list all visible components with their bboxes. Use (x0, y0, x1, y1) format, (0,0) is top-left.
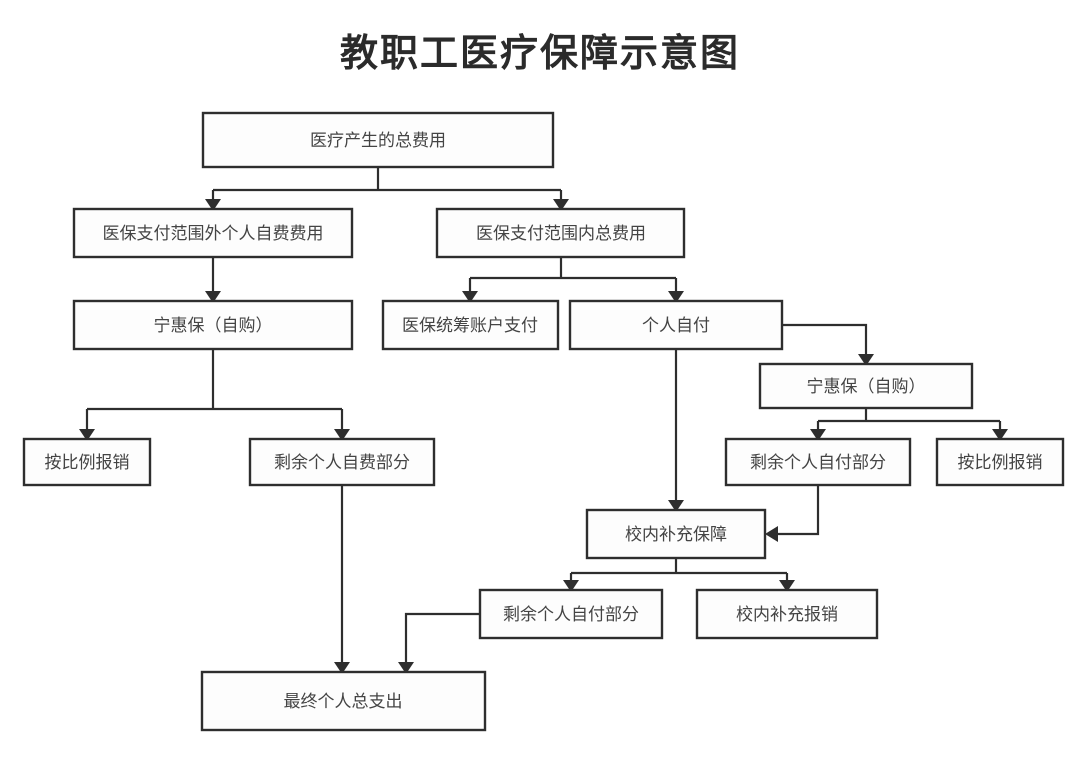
node-box[interactable] (935, 437, 1065, 487)
node-campus-supplementary-coverage[interactable]: 校内补充保障 (585, 508, 767, 560)
node-final-personal-total-expense[interactable]: 最终个人总支出 (200, 670, 487, 732)
node-label: 宁惠保（自购） (807, 377, 926, 397)
node-in-scope-total-cost[interactable]: 医保支付范围内总费用 (435, 207, 686, 259)
node-remaining-personal-self-cost[interactable]: 剩余个人自费部分 (248, 437, 436, 487)
node-remaining-personal-self-payment-lower[interactable]: 剩余个人自付部分 (478, 588, 664, 640)
edge-remaining-selfpay2-to-final (404, 612, 480, 663)
node-label: 宁惠保（自购） (154, 316, 273, 336)
arrowhead-remaining-selfpay-to-campus-supplement (765, 526, 778, 542)
node-label: 医保支付范围内总费用 (476, 224, 646, 244)
node-label: 医疗产生的总费用 (310, 131, 446, 151)
node-label: 剩余个人自付部分 (750, 453, 886, 473)
node-box[interactable] (201, 111, 555, 169)
node-box[interactable] (758, 362, 974, 410)
arrowhead-to-campus-reimburse (779, 580, 795, 592)
arrowhead-to-remaining-selfpay (810, 429, 826, 441)
node-box[interactable] (200, 670, 487, 732)
arrowhead-to-remaining-selfcost (334, 429, 350, 441)
node-campus-supplementary-reimbursement[interactable]: 校内补充报销 (695, 588, 879, 640)
node-box[interactable] (435, 207, 686, 259)
arrowhead-to-proportional-reimburse-right (992, 429, 1008, 441)
node-box[interactable] (585, 508, 767, 560)
arrowhead-to-pooled-account (462, 291, 478, 303)
node-box[interactable] (568, 299, 784, 351)
node-box[interactable] (248, 437, 436, 487)
arrowhead-to-selfpay (668, 291, 684, 303)
node-label: 校内补充报销 (736, 605, 838, 625)
node-label: 按比例报销 (958, 453, 1043, 473)
edge-remaining-selfpay-to-campus-supplement (777, 485, 820, 536)
arrowhead-remaining-selfcost-to-final (334, 662, 350, 674)
arrowhead-to-inscope (553, 199, 569, 211)
page-title: 教职工医疗保障示意图 (339, 31, 740, 75)
node-pooled-account-payment[interactable]: 医保统筹账户支付 (381, 299, 560, 351)
arrowhead-to-outofscope (205, 199, 221, 211)
arrowhead-to-remaining-selfpay-2 (563, 580, 579, 592)
node-label: 医保支付范围外个人自费费用 (103, 224, 324, 244)
node-total-medical-cost[interactable]: 医疗产生的总费用 (201, 111, 555, 169)
arrowhead-remaining-selfpay2-to-final (398, 662, 414, 674)
node-label: 最终个人总支出 (284, 692, 403, 712)
arrowhead-selfpay-to-ninghuibao2 (858, 354, 874, 366)
node-ninghuibao-self-purchase-right[interactable]: 宁惠保（自购） (758, 362, 974, 410)
node-proportional-reimbursement-left[interactable]: 按比例报销 (22, 437, 152, 487)
node-ninghuibao-self-purchase-left[interactable]: 宁惠保（自购） (72, 299, 354, 351)
arrowhead-to-proportional-reimburse-left (79, 429, 95, 441)
node-label: 剩余个人自费部分 (274, 453, 410, 473)
node-box[interactable] (72, 299, 354, 351)
node-label: 剩余个人自付部分 (503, 605, 639, 625)
edge-layer (79, 167, 1008, 674)
node-box[interactable] (695, 588, 879, 640)
node-remaining-personal-self-payment-upper[interactable]: 剩余个人自付部分 (724, 437, 912, 487)
node-label: 按比例报销 (45, 453, 130, 473)
node-box[interactable] (724, 437, 912, 487)
node-box[interactable] (478, 588, 664, 640)
arrowhead-outofscope-to-ninghuibao (205, 291, 221, 303)
edge-selfpay-to-ninghuibao2 (782, 323, 868, 355)
node-box[interactable] (22, 437, 152, 487)
node-label: 医保统筹账户支付 (402, 316, 538, 336)
node-proportional-reimbursement-right[interactable]: 按比例报销 (935, 437, 1065, 487)
node-layer: 医疗产生的总费用 医保支付范围外个人自费费用 医保支付范围内总费用 宁惠保（自购… (22, 111, 1065, 732)
node-label: 校内补充保障 (625, 525, 727, 545)
node-box[interactable] (381, 299, 560, 351)
node-box[interactable] (72, 207, 354, 259)
arrowhead-selfpay-to-campus-supplement (668, 500, 684, 512)
node-label: 个人自付 (642, 316, 710, 336)
node-out-of-scope-self-cost[interactable]: 医保支付范围外个人自费费用 (72, 207, 354, 259)
node-personal-self-payment[interactable]: 个人自付 (568, 299, 784, 351)
